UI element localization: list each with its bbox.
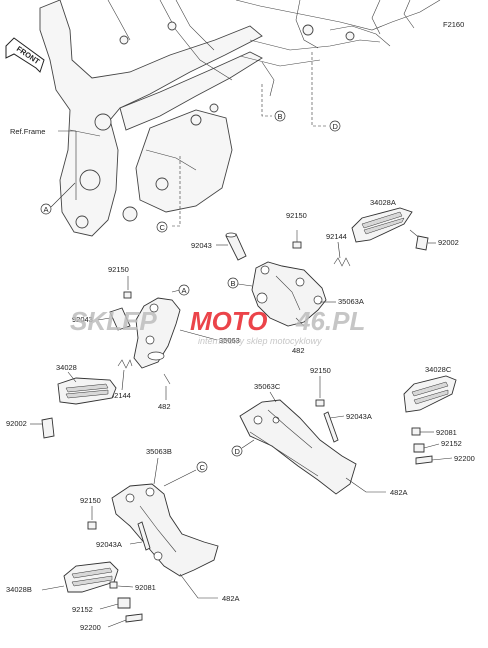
label-34028: 34028 [56,363,77,372]
callout-c-frame: C [156,156,181,233]
svg-text:C: C [200,463,206,472]
bolt-92150-mid [315,399,325,407]
footpeg-34028c [403,375,457,413]
svg-text:B: B [278,112,283,121]
bolt-92150-bottom [87,521,97,530]
watermark-logo: SKLEP MOTO 46.PL internetowy sklep motoc… [70,306,365,346]
label-482a-right: 482A [390,488,408,497]
bracket-35063b [111,483,219,577]
footpeg-34028a [351,207,423,243]
svg-text:A: A [182,286,187,295]
label-92081-bottom: 92081 [135,583,156,592]
figure-code: F2160 [443,20,464,29]
svg-text:SKLEP: SKLEP [70,306,157,336]
label-92043a-mid: 92043A [346,412,372,421]
label-482a-bottom: 482A [222,594,240,603]
label-482-left: 482 [158,402,171,411]
motorcycle-frame [39,0,441,237]
label-35063a: 35063A [338,297,364,306]
spring-92081-right [411,427,421,436]
label-35063c: 35063C [254,382,281,391]
bracket-35063 [133,297,181,369]
label-482-top: 482 [292,346,305,355]
label-92043a-bottom: 92043A [96,540,122,549]
spring-92144-top [333,257,351,267]
label-35063b: 35063B [146,447,172,456]
label-92150-top: 92150 [286,211,307,220]
collar-92043-top [225,232,247,261]
bracket-35063c [239,399,357,495]
pin-92200-right [415,455,433,465]
label-92150-bottom: 92150 [80,496,101,505]
svg-text:D: D [333,122,339,131]
svg-text:C: C [160,223,166,232]
footpeg-34028 [57,377,117,405]
callout-a-assembly: A [171,284,190,296]
collar-92043a-mid [323,411,339,443]
label-92144-top: 92144 [326,232,347,241]
callout-b-assembly: B [227,277,253,289]
label-92152-bottom: 92152 [72,605,93,614]
footpeg-34028b [63,561,119,593]
label-92002-left: 92002 [6,419,27,428]
label-34028c: 34028C [425,365,452,374]
label-92150-left: 92150 [108,265,129,274]
collar-92043-left [109,307,131,331]
label-92200-bottom: 92200 [80,623,101,632]
label-92150-mid: 92150 [310,366,331,375]
clip-482-top [295,317,305,327]
bolt-92150-top [292,230,302,249]
pin-92002-left [41,417,55,439]
bolt-92150-left [123,291,132,299]
collar-92043a-bottom [137,521,151,551]
svg-text:A: A [44,205,49,214]
svg-text:46.PL: 46.PL [295,306,365,336]
callout-d-frame: D [311,52,341,132]
label-34028b: 34028B [6,585,32,594]
label-92152-right: 92152 [441,439,462,448]
callout-c-assembly: C [163,461,208,487]
label-92043-top: 92043 [191,241,212,250]
label-92043-left: 92043 [72,315,93,324]
label-92144-left: 92144 [110,391,131,400]
callout-b-frame: B [261,84,286,122]
watermark-tagline: internetowy sklep motocyklowy [198,336,322,346]
svg-text:D: D [235,447,241,456]
bracket-35063a [251,261,327,327]
pin-92002-right [415,235,429,251]
washer-92152-right [413,443,425,453]
label-92002-right: 92002 [438,238,459,247]
label-92200-right: 92200 [454,454,475,463]
label-34028a: 34028A [370,198,396,207]
label-92081-right: 92081 [436,428,457,437]
callout-d-assembly: D [231,439,255,457]
spring-92081-bottom [109,581,118,589]
clip-482-left [163,373,171,385]
svg-text:MOTO: MOTO [190,306,268,336]
pin-92200-bottom [125,613,143,623]
front-arrow-icon: FRONT [5,37,45,73]
ref-frame-label: Ref.Frame [10,127,45,136]
callout-a-frame: A [40,182,76,215]
svg-text:B: B [231,279,236,288]
clip-482a-right [345,477,386,493]
label-35063: 35063 [219,336,240,345]
washer-92152-bottom [117,597,131,609]
spring-92144-left [117,359,133,369]
clip-482a-bottom [179,573,218,599]
